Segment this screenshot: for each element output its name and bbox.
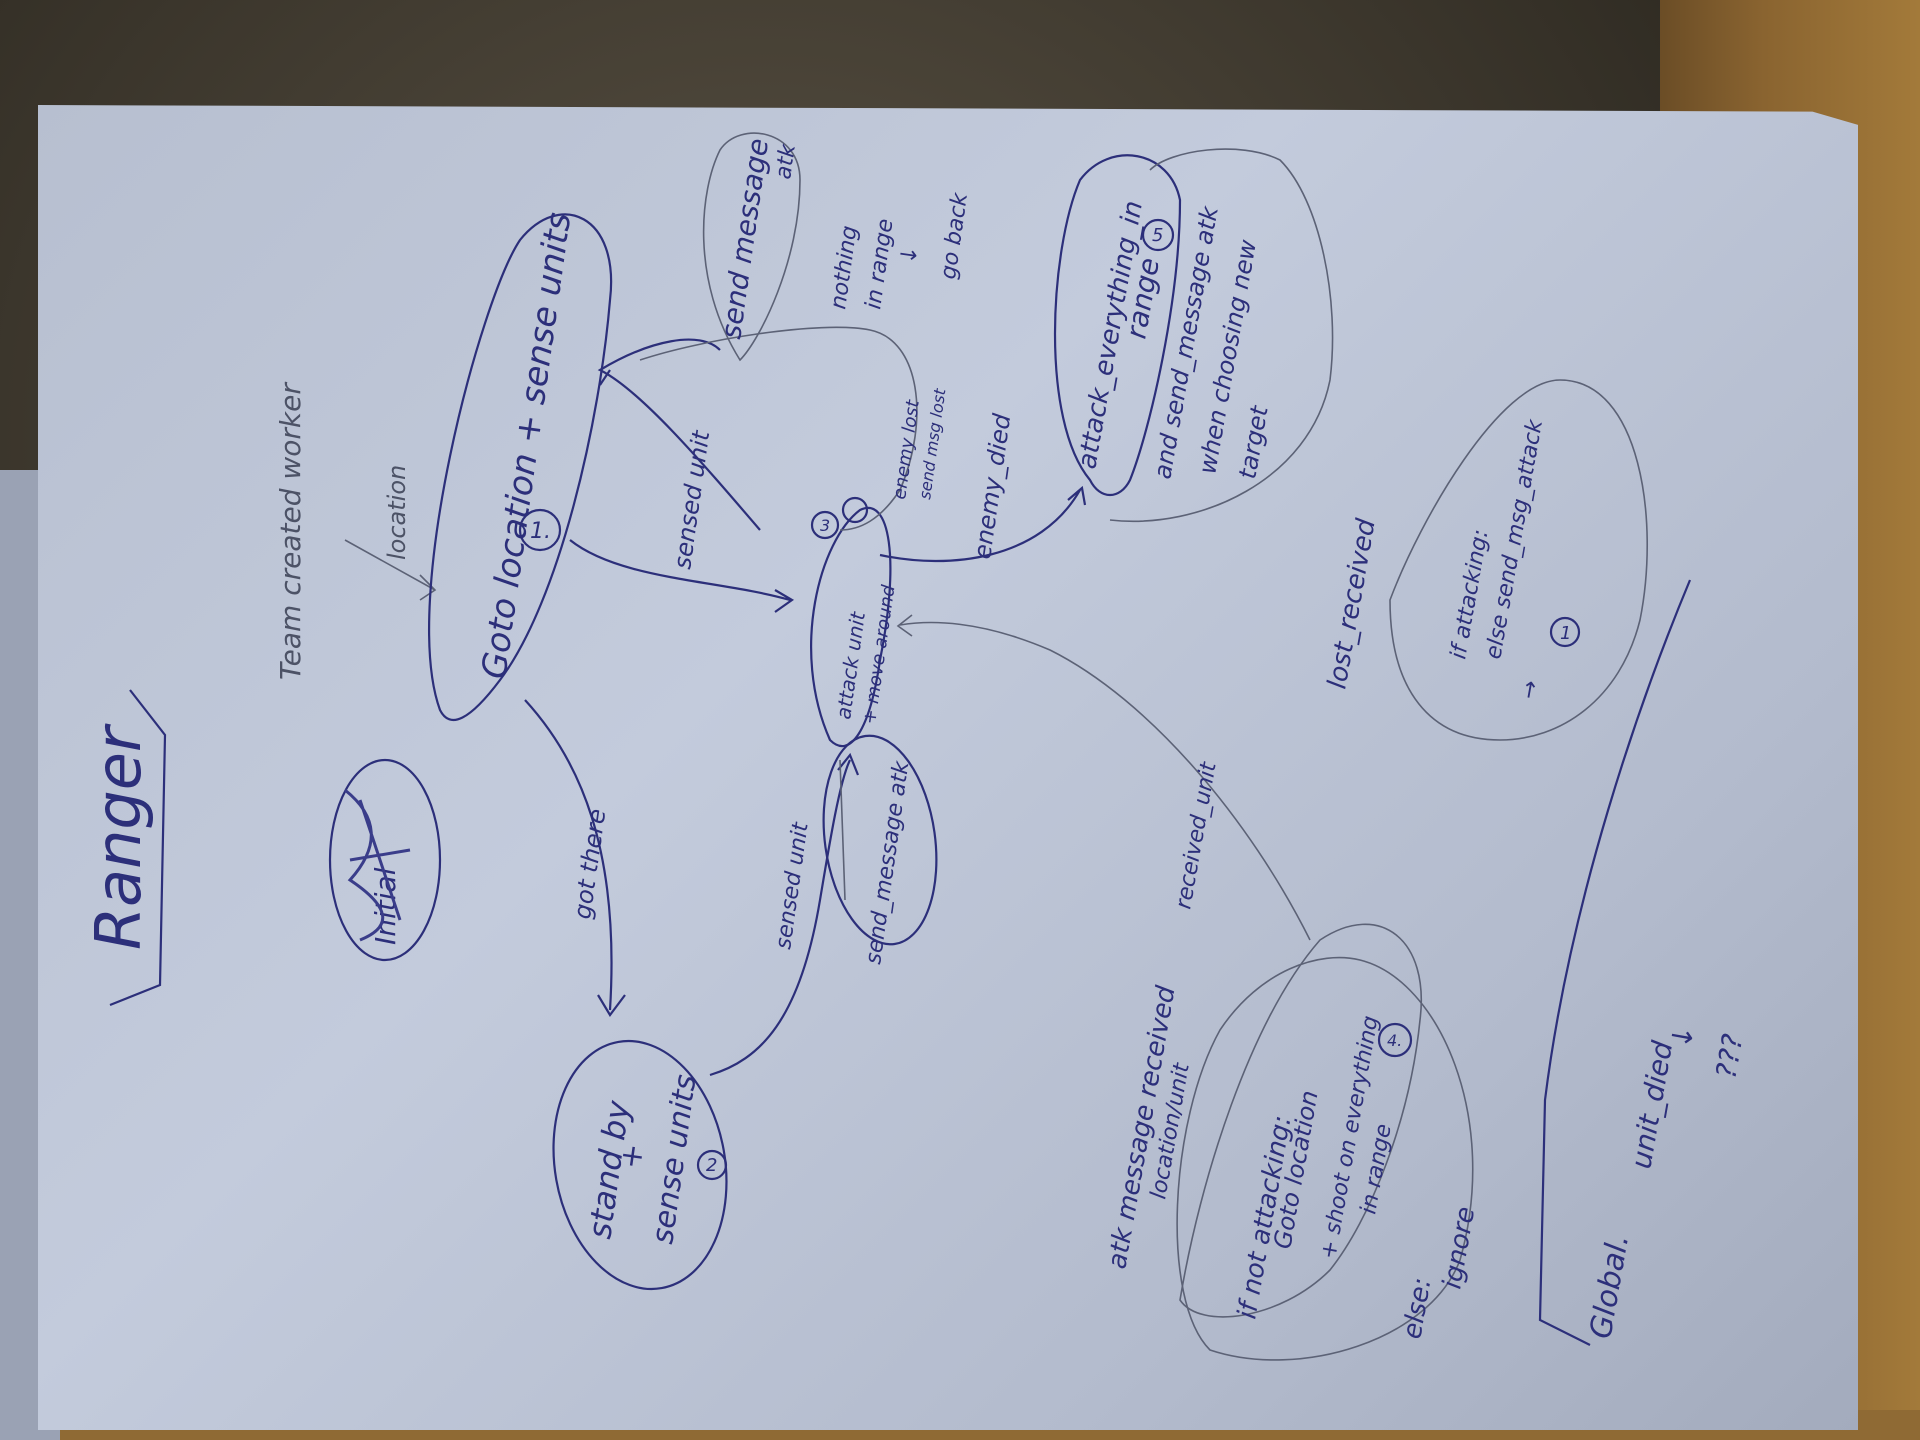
sheet-title: Ranger xyxy=(82,723,155,950)
state-goto-shoot-bubble xyxy=(1179,923,1423,1318)
label-team-created: Team created worker xyxy=(274,382,307,680)
note-else: else: xyxy=(1397,1275,1437,1341)
state-stand-text-2: + xyxy=(613,1141,651,1171)
state-attack-unit-number-circle-b xyxy=(841,496,869,524)
label-location: location xyxy=(383,465,411,560)
state-lost-received-text-3: → xyxy=(1516,679,1544,701)
state-attack-unit-number-circle-a xyxy=(810,510,840,540)
bubble-send-message-top-text-2: atk xyxy=(771,142,801,181)
state-goto-shoot-number: 4. xyxy=(1387,1031,1402,1050)
state-stand-bubble xyxy=(552,1039,728,1291)
label-sensed-unit-top: sensed unit xyxy=(668,428,715,571)
paper-sheet xyxy=(38,105,1858,1430)
arrow-goto-to-attack xyxy=(569,539,795,613)
loop-enemy-lost xyxy=(639,326,918,531)
state-stand-text-3: sense units xyxy=(645,1072,703,1246)
state-attack-everything-number: 5 xyxy=(1152,225,1163,246)
state-lost-received-bubble xyxy=(1389,379,1648,741)
label-nothing-1: nothing xyxy=(826,224,862,311)
state-stand-number-circle xyxy=(696,1149,728,1181)
label-nothing-4: go back xyxy=(936,190,973,281)
state-goto-text: Goto location + sense units xyxy=(474,210,579,681)
arrow-team-created xyxy=(344,539,437,601)
state-stand-number: 2 xyxy=(706,1155,717,1176)
arrow-attack-to-everything xyxy=(879,485,1087,563)
title-bracket xyxy=(109,689,167,1007)
note-ignore: ignore xyxy=(1437,1204,1481,1291)
global-bracket xyxy=(1538,579,1692,1346)
loop-and-send xyxy=(1109,148,1334,522)
label-and-send-3: target xyxy=(1233,402,1274,481)
arrow-received-unit xyxy=(896,614,1311,941)
bubble-send-message-bottom xyxy=(822,734,938,946)
note-question: ??? xyxy=(1709,1031,1749,1081)
state-attack-unit-number: 3 xyxy=(820,516,830,535)
state-goto-number-circle xyxy=(518,508,562,552)
label-lost-received: lost_received xyxy=(1322,516,1381,691)
state-goto-number: 1. xyxy=(530,519,551,544)
label-nothing-2: in range xyxy=(861,217,898,311)
note-arrow: ↓ xyxy=(1664,1022,1701,1051)
label-nothing-3: ↓ xyxy=(896,244,923,266)
state-attack-everything-number-circle xyxy=(1141,218,1175,252)
note-unit-died: unit_died xyxy=(1624,1038,1679,1171)
state-lost-received-number: 1 xyxy=(1560,623,1571,644)
bubble-send-message-top xyxy=(702,132,801,362)
state-attack-everything-bubble xyxy=(1053,154,1182,496)
initial-bubble xyxy=(328,758,442,962)
scribble-cross xyxy=(344,788,411,942)
link-attack-send xyxy=(839,759,846,901)
state-lost-received-number-circle xyxy=(1549,616,1581,648)
state-goto-bubble xyxy=(428,213,613,721)
state-goto-shoot-number-circle xyxy=(1377,1022,1413,1058)
arrow-stand-to-attack xyxy=(709,752,860,1077)
label-enemy-died: enemy_died xyxy=(968,411,1016,560)
outer-bubble-received xyxy=(1176,956,1474,1361)
state-attack-unit-text-2: + move around xyxy=(859,583,899,726)
label-sensed-unit-bottom: sensed unit xyxy=(771,820,814,951)
bubble-send-message-bottom-text: send_message atk xyxy=(861,758,914,965)
bubble-send-message-top-text-1: send message xyxy=(714,136,775,341)
label-got-there: got there xyxy=(568,807,611,921)
arrow-goto-to-stand xyxy=(524,699,626,1017)
note-global: Global. xyxy=(1583,1232,1636,1342)
arrow-attack-back-to-goto xyxy=(597,338,761,531)
label-received-unit: received_unit xyxy=(1171,759,1222,911)
state-attack-unit-bubble xyxy=(810,506,892,747)
